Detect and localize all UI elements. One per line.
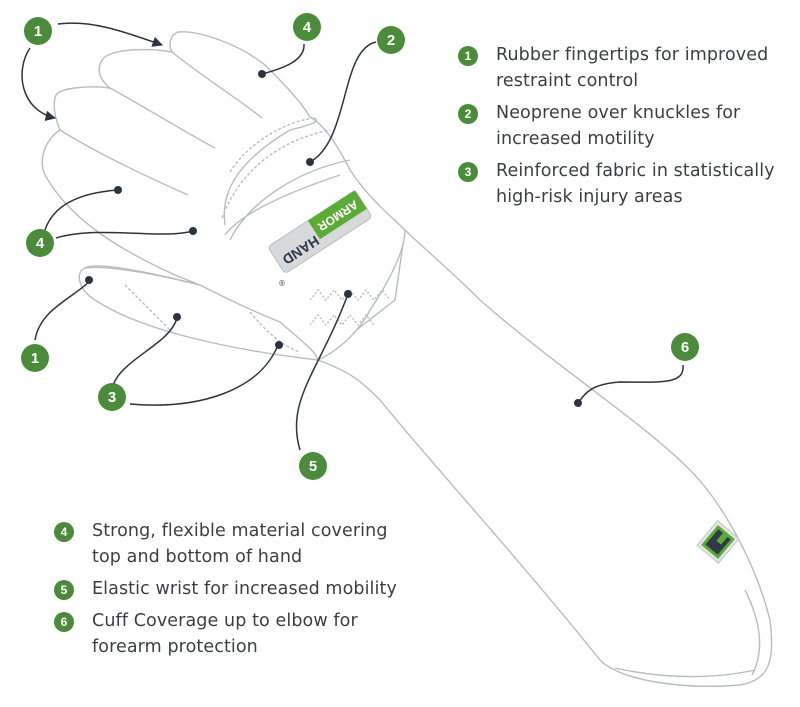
legend-item: 4 Strong, flexible material covering top … bbox=[54, 518, 414, 570]
legend-text: Neoprene over knuckles for increased mot… bbox=[496, 103, 741, 149]
legend-number-badge: 3 bbox=[458, 162, 478, 182]
legend-item: 1 Rubber fingertips for improved restrain… bbox=[458, 42, 788, 94]
svg-text:2: 2 bbox=[387, 32, 395, 49]
svg-text:3: 3 bbox=[108, 389, 116, 406]
registered-mark: ® bbox=[278, 279, 286, 288]
legend-text: Rubber fingertips for improved restraint… bbox=[496, 45, 769, 91]
elastic-wrist bbox=[309, 289, 391, 326]
legend-number-badge: 2 bbox=[458, 104, 478, 124]
callout-badges: 1 4 2 4 1 3 5 6 bbox=[21, 13, 699, 480]
glove-illustration bbox=[41, 31, 773, 687]
legend-text: Reinforced fabric in statistically high-… bbox=[496, 161, 775, 207]
legend-bottom: 4 Strong, flexible material covering top … bbox=[54, 518, 414, 666]
knuckle-panel bbox=[223, 117, 351, 241]
sleeve-logo bbox=[696, 520, 740, 564]
legend-top: 1 Rubber fingertips for improved restrain… bbox=[458, 42, 788, 216]
badge-5: 5 bbox=[299, 452, 327, 480]
legend-text: Cuff Coverage up to elbow for forearm pr… bbox=[92, 611, 358, 657]
leader-lines bbox=[21, 22, 684, 451]
badge-6: 6 bbox=[671, 333, 699, 361]
legend-item: 2 Neoprene over knuckles for increased mo… bbox=[458, 100, 788, 152]
badge-1-top: 1 bbox=[24, 17, 52, 45]
target-dots bbox=[85, 70, 582, 407]
legend-text: Strong, flexible material covering top a… bbox=[92, 521, 388, 567]
cuff bbox=[317, 229, 773, 687]
badge-3: 3 bbox=[98, 383, 126, 411]
svg-text:4: 4 bbox=[36, 235, 45, 252]
badge-4-top: 4 bbox=[293, 13, 321, 41]
legend-number-badge: 6 bbox=[54, 612, 74, 632]
svg-text:1: 1 bbox=[31, 350, 39, 367]
legend-number-badge: 1 bbox=[458, 46, 478, 66]
cuff-hem bbox=[614, 589, 761, 678]
armorhand-logo: ARMOR HAND bbox=[268, 190, 372, 273]
legend-item: 3 Reinforced fabric in statistically high… bbox=[458, 158, 788, 210]
badge-4-left: 4 bbox=[26, 229, 54, 257]
svg-text:1: 1 bbox=[34, 23, 42, 40]
legend-item: 6 Cuff Coverage up to elbow for forearm p… bbox=[54, 608, 414, 660]
legend-text: Elastic wrist for increased mobility bbox=[92, 579, 397, 599]
svg-text:5: 5 bbox=[309, 458, 317, 475]
thumb bbox=[84, 265, 319, 361]
svg-text:4: 4 bbox=[303, 19, 312, 36]
legend-number-badge: 4 bbox=[54, 522, 74, 542]
badge-2: 2 bbox=[377, 26, 405, 54]
legend-number-badge: 5 bbox=[54, 580, 74, 600]
badge-1-bottom: 1 bbox=[21, 344, 49, 372]
legend-item: 5 Elastic wrist for increased mobility bbox=[54, 576, 414, 602]
svg-text:6: 6 bbox=[681, 339, 689, 356]
